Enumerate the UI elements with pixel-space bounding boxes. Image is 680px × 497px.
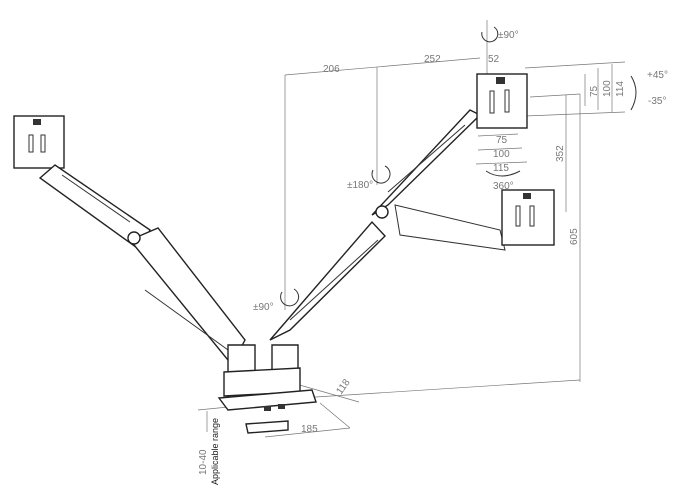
label-applicable-range: Applicable range bbox=[210, 418, 220, 485]
label-plate-width: 115 bbox=[493, 163, 509, 174]
dimension-labels: ±90° 252 206 52 75 100 114 +45° -35° 75 … bbox=[198, 30, 668, 485]
label-desk-thickness: 10-40 bbox=[198, 449, 209, 475]
label-base-rotation: ±90° bbox=[253, 302, 274, 313]
dimension-lines bbox=[197, 20, 626, 438]
label-arm-upper-length: 252 bbox=[424, 54, 441, 65]
label-clamp-length: 185 bbox=[301, 424, 318, 435]
label-height-adjust: 352 bbox=[555, 145, 566, 162]
label-elbow-rotation: ±180° bbox=[347, 180, 373, 191]
label-max-height: 605 bbox=[569, 228, 580, 245]
label-vesa-v-75: 75 bbox=[589, 85, 600, 97]
label-vesa-h-75: 75 bbox=[496, 135, 508, 146]
label-top-rotation: ±90° bbox=[498, 30, 519, 41]
right-vesa-plate-lowered bbox=[501, 189, 555, 246]
desk-clamp-base bbox=[217, 344, 317, 434]
label-base-depth: 118 bbox=[334, 377, 352, 397]
label-tilt-down: -35° bbox=[648, 96, 666, 107]
label-arm-lower-length: 206 bbox=[323, 64, 340, 75]
left-vesa-plate bbox=[13, 115, 65, 169]
label-vesa-v-100: 100 bbox=[602, 80, 613, 97]
right-arm bbox=[269, 109, 506, 341]
left-arm bbox=[38, 164, 246, 367]
right-vesa-plate bbox=[476, 73, 528, 129]
label-plate-height: 114 bbox=[615, 81, 626, 97]
label-vesa-h-100: 100 bbox=[493, 149, 510, 160]
rotation-arcs bbox=[280, 26, 637, 307]
label-tilt-up: +45° bbox=[647, 70, 668, 81]
label-rotation-360: 360° bbox=[493, 181, 514, 192]
label-offset-top: 52 bbox=[488, 54, 500, 65]
